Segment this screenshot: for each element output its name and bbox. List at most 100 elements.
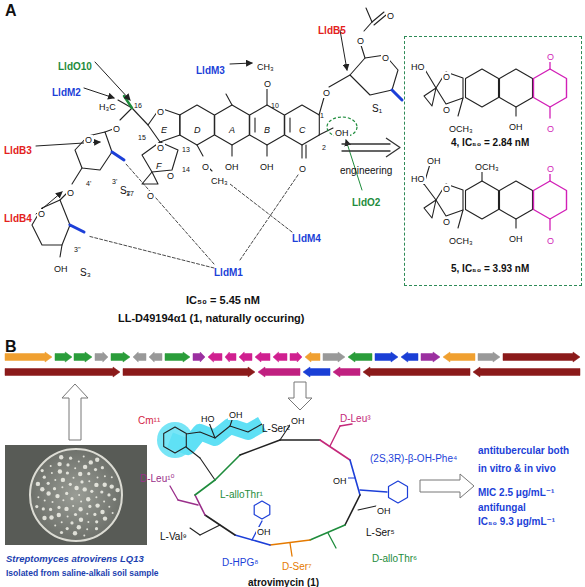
text-label: IC₅₀ = 5.45 nM (186, 294, 260, 306)
colony (69, 457, 72, 460)
label-holder: D-alloThr⁶ (372, 548, 417, 566)
gene-arrow (323, 352, 345, 362)
colony (83, 465, 87, 469)
colony (47, 482, 50, 485)
colony (43, 476, 46, 479)
colony (61, 486, 63, 488)
colony (57, 513, 61, 517)
bond (70, 225, 84, 232)
label-holder: HO (410, 168, 426, 186)
atom-label: OH (228, 410, 244, 420)
colony (54, 479, 56, 481)
label-holder: Isolated from saline-alkali soil sample (6, 562, 159, 580)
label-holder: OCH₃ (448, 118, 474, 136)
label-holder: Streptomyces atrovirens LQ13 (6, 548, 144, 566)
block-arrow (288, 382, 312, 410)
bond (436, 184, 463, 216)
colony (73, 477, 75, 479)
label-holder: OH (224, 156, 240, 174)
gene-arrow (303, 367, 330, 377)
atom-label: 3' (112, 178, 117, 185)
bond (231, 145, 232, 156)
atom-label: HO (410, 62, 426, 72)
colony (70, 497, 73, 500)
gene-arrow (478, 352, 500, 362)
colony (66, 463, 69, 466)
label-holder: O (546, 118, 555, 136)
gene-arrow (95, 352, 108, 362)
bond (515, 107, 516, 116)
colony (79, 518, 83, 522)
atom-label: C (299, 125, 306, 135)
label-holder: 14 (182, 158, 190, 176)
bond (254, 118, 255, 132)
colony (57, 506, 60, 509)
label-holder: D-HPG⁸ (222, 552, 258, 570)
atom-label: F (156, 161, 162, 171)
bond (364, 22, 372, 31)
bond (200, 525, 220, 535)
atom-label: O (442, 72, 451, 82)
bond (329, 75, 350, 87)
colony (73, 531, 77, 535)
colony (60, 531, 63, 534)
colony (35, 505, 38, 508)
atom-label: O (442, 217, 451, 227)
block-arrow (62, 384, 88, 440)
bond (372, 12, 384, 22)
label-holder: atrovimycin (1) (248, 572, 319, 587)
atom-label: 17 (126, 190, 134, 197)
colony (88, 505, 91, 508)
label-holder: D-Leu¹⁰ (140, 468, 175, 486)
bond (170, 486, 178, 500)
leader-line (230, 63, 252, 64)
bond (289, 118, 290, 132)
bond (515, 219, 516, 228)
text-label: LL-D49194α1 (1, naturally occuring) (118, 312, 304, 324)
label-holder: O (442, 66, 451, 84)
text-label: A (5, 2, 17, 19)
colony (111, 476, 113, 478)
petri-dish (30, 449, 122, 541)
atom-label: OH (53, 264, 69, 274)
atom-label: O (166, 171, 175, 181)
atom-label: 15 (138, 134, 146, 141)
colony (55, 494, 59, 498)
colony (37, 496, 39, 498)
ring (285, 105, 320, 145)
atom-label: OCH₃ (448, 124, 474, 134)
atom-label: OH (256, 527, 272, 537)
gene-arrow (193, 352, 205, 362)
label-holder: L-Ser⁵ (366, 522, 395, 540)
label-holder: OH (256, 521, 272, 539)
text-label: D-Leu¹⁰ (140, 473, 175, 484)
colony (83, 456, 85, 458)
colony (50, 465, 52, 467)
colony (69, 483, 72, 486)
bond (112, 152, 124, 160)
label-holder: IC₅₀ = 5.45 nM (186, 290, 260, 308)
ring (215, 105, 250, 145)
colony (66, 527, 69, 530)
atom-label: 16 (134, 102, 142, 109)
label-holder: LL-D49194α1 (1, naturally occuring) (118, 308, 304, 326)
colony (95, 503, 99, 507)
colony (100, 490, 103, 493)
gene-arrow (401, 352, 418, 362)
label-holder: O (201, 156, 210, 174)
label-holder: 2 (322, 136, 326, 154)
colony (65, 492, 68, 495)
label-holder: O (546, 46, 555, 64)
text-label: atrovimycin (1) (248, 577, 319, 587)
label-holder: OH (228, 404, 244, 422)
label-holder: LldB3 (4, 140, 32, 158)
colony (41, 469, 44, 472)
leader-line (95, 62, 130, 100)
compound-label: 4, IC₅₀ = 2.84 nM (451, 137, 529, 148)
bond (305, 145, 306, 158)
gene-arrow (333, 367, 360, 377)
site-circle (327, 117, 357, 137)
text-label: D-Leu³ (340, 413, 371, 424)
bond (320, 440, 350, 460)
text-label: L-Ser² (262, 423, 290, 434)
